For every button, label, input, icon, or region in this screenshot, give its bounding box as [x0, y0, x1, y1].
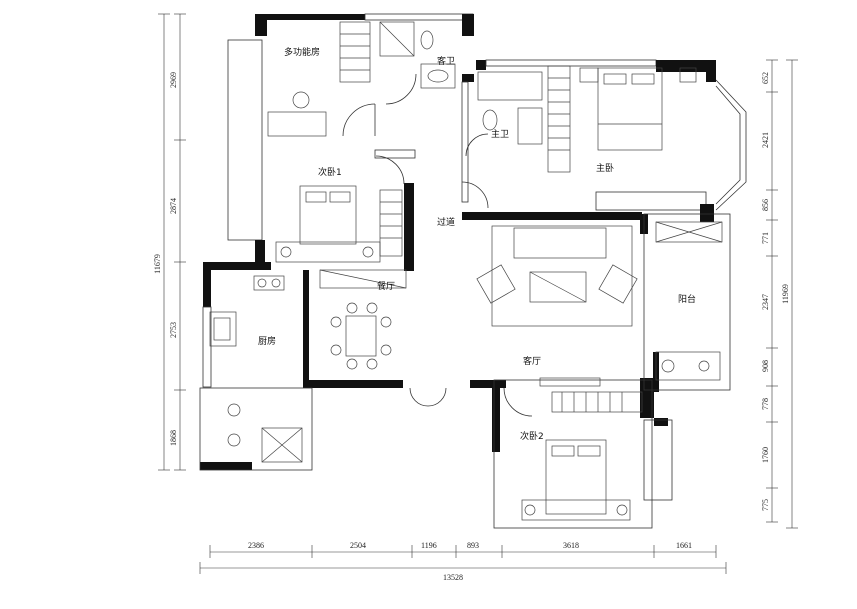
- walls: [199, 13, 747, 529]
- dim-left-total: 11679: [153, 254, 162, 274]
- label-bedroom1: 次卧1: [318, 166, 342, 178]
- dim-left-2: 2874: [169, 198, 178, 214]
- dim-bottom-5: 3618: [563, 541, 579, 550]
- dim-bottom-4: 893: [467, 541, 479, 550]
- dim-right-2: 2421: [761, 132, 770, 148]
- dim-bottom-total: 13528: [443, 573, 463, 582]
- label-guest-bath: 客卫: [437, 55, 455, 67]
- dim-right-5: 2347: [761, 294, 770, 310]
- dimensions-left: 2969 2874 2753 1868 11679: [153, 13, 186, 471]
- dim-left-1: 2969: [169, 72, 178, 88]
- dim-bottom-2: 2504: [350, 541, 366, 550]
- dim-right-3: 856: [761, 199, 770, 211]
- label-dining: 餐厅: [377, 280, 395, 292]
- dim-right-8: 1760: [761, 447, 770, 463]
- label-multifunction: 多功能房: [284, 46, 320, 58]
- furniture: [209, 21, 723, 521]
- label-master-bath: 主卫: [491, 128, 509, 140]
- label-balcony: 阳台: [678, 293, 696, 305]
- label-master-bed: 主卧: [596, 162, 614, 174]
- label-corridor: 过道: [437, 216, 455, 228]
- dim-left-3: 2753: [169, 322, 178, 338]
- label-kitchen: 厨房: [258, 335, 276, 347]
- label-living: 客厅: [523, 355, 541, 367]
- dim-right-6: 908: [761, 360, 770, 372]
- dim-right-4: 771: [761, 232, 770, 244]
- dimensions-bottom: 2386 2504 1196 893 3618 1661 13528: [199, 541, 727, 582]
- label-bedroom2: 次卧2: [520, 430, 544, 442]
- dim-bottom-1: 2386: [248, 541, 264, 550]
- dim-right-total: 11969: [781, 284, 790, 304]
- dim-left-4: 1868: [169, 430, 178, 446]
- dim-right-9: 775: [761, 499, 770, 511]
- dim-right-7: 778: [761, 398, 770, 410]
- dim-bottom-3: 1196: [421, 541, 437, 550]
- dim-bottom-6: 1661: [676, 541, 692, 550]
- room-labels: 多功能房 客卫 主卫 主卧 次卧1 过道 餐厅 厨房 客厅 阳台 次卧2: [258, 46, 696, 442]
- dimensions-right: 652 2421 856 771 2347 908 778 1760 775 1…: [761, 59, 798, 529]
- dim-right-1: 652: [761, 72, 770, 84]
- doors: [342, 73, 533, 417]
